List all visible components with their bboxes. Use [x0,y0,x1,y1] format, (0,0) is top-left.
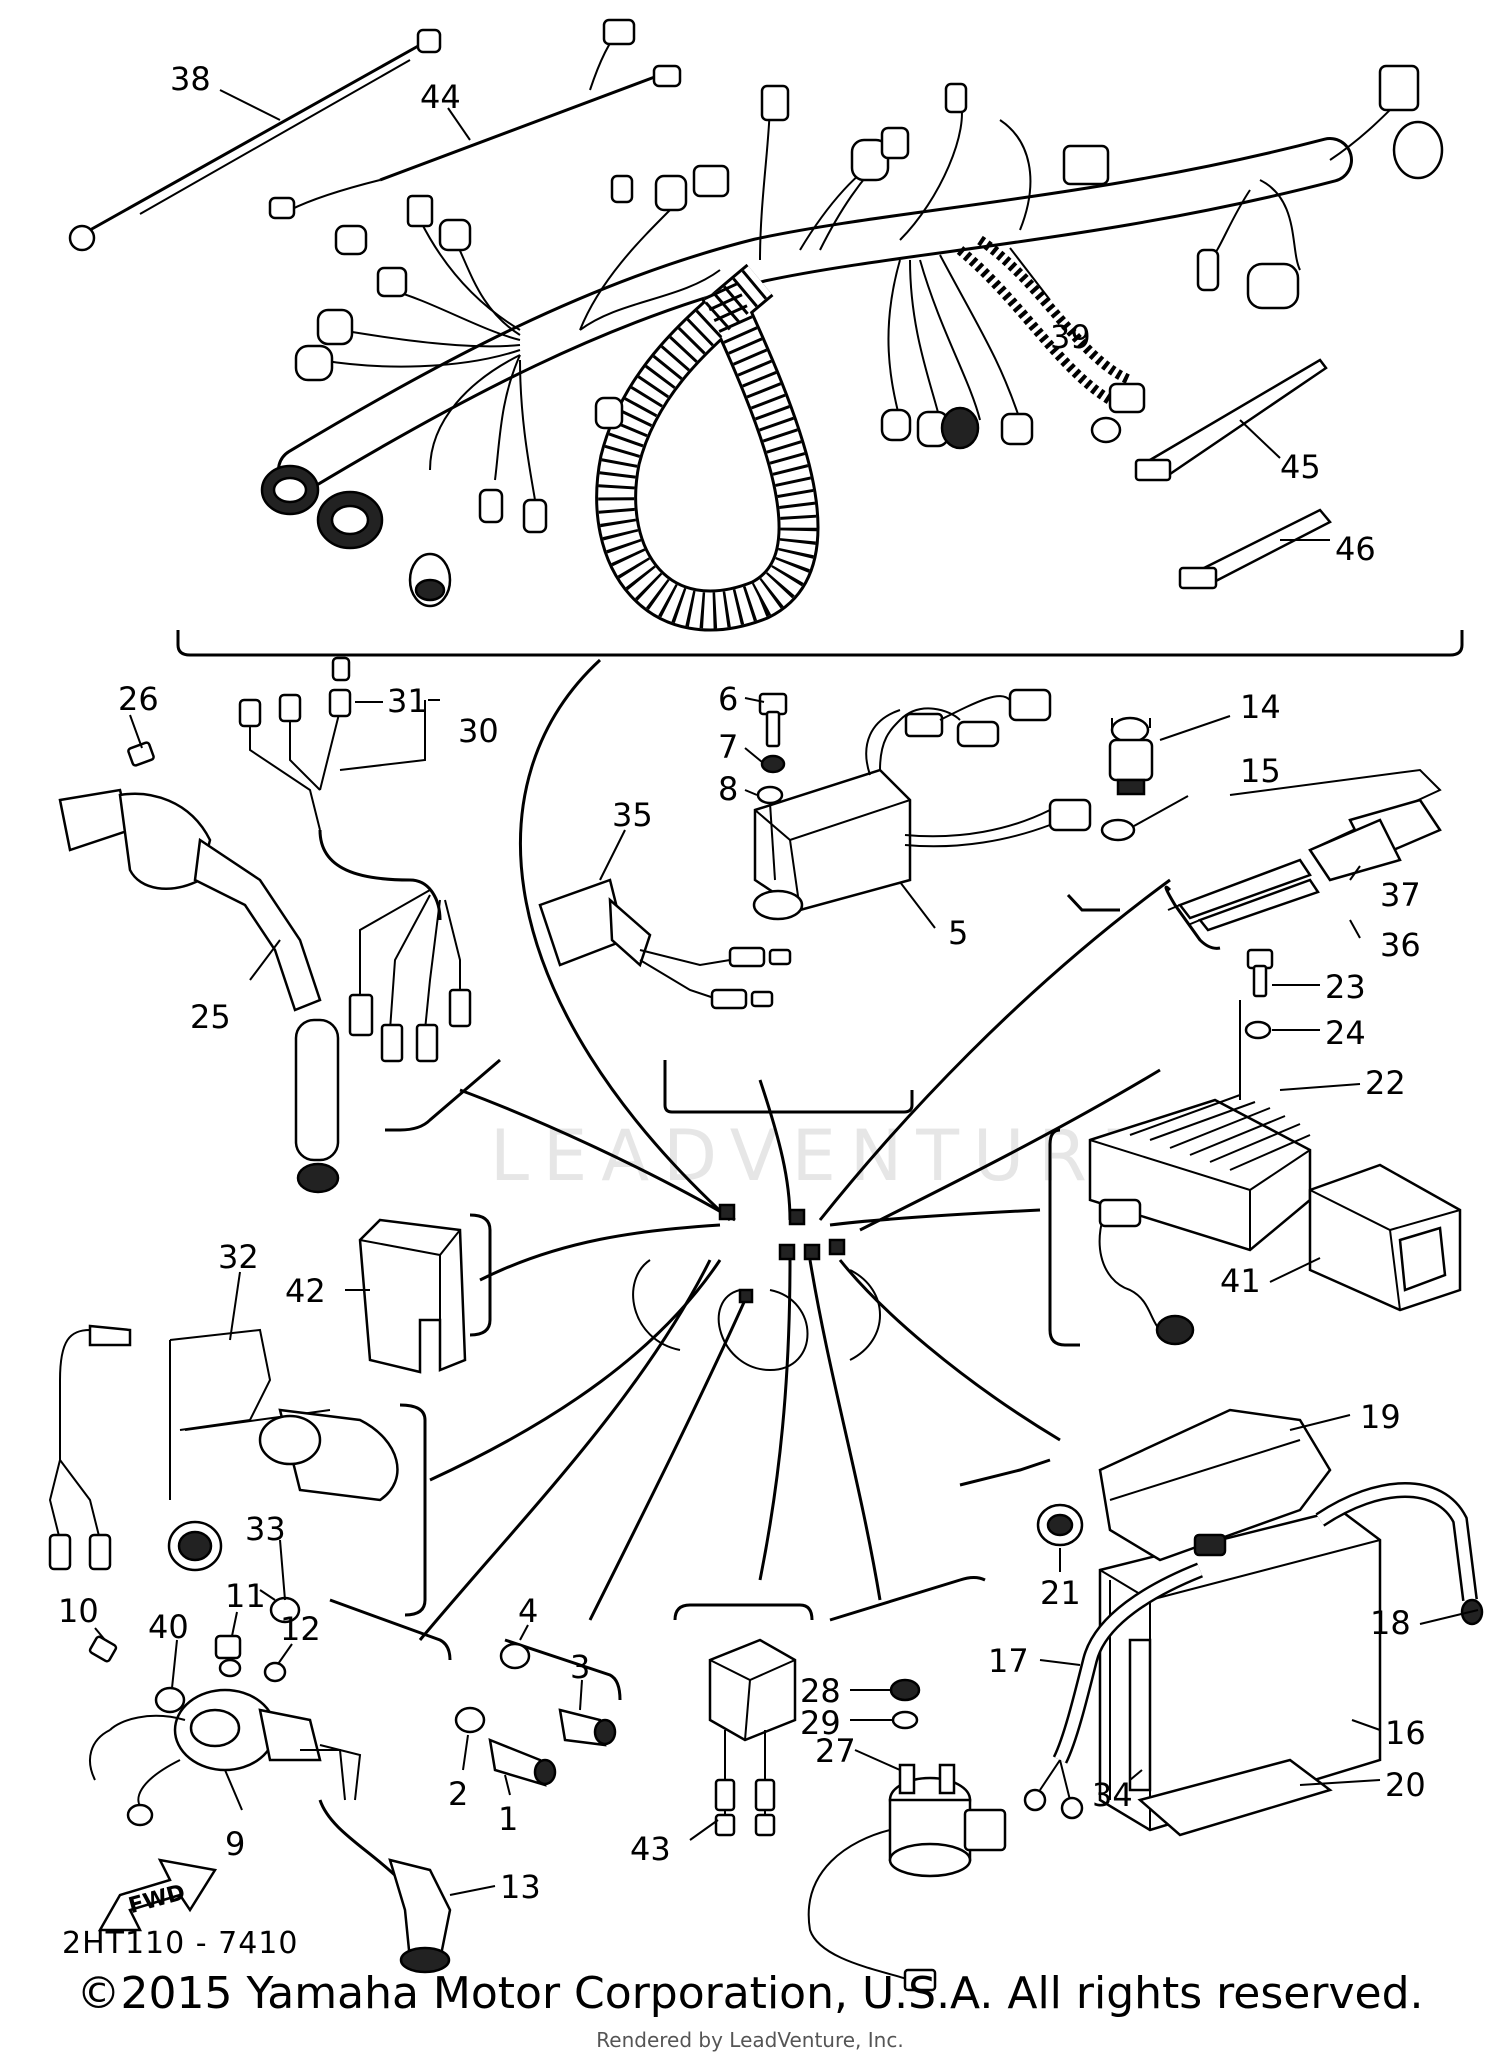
callout-32: 32 [218,1238,259,1276]
washer-12 [263,1661,287,1683]
breather-pipe-34 [1128,1638,1152,1792]
callout-38: 38 [170,60,211,98]
bolt-10 [88,1635,118,1663]
callout-23: 23 [1325,968,1366,1006]
watermark-text: LEADVENTURE [490,1115,1159,1197]
copyright-notice: ©2015 Yamaha Motor Corporation, U.S.A. A… [76,1968,1424,2019]
callout-26: 26 [118,680,159,718]
callout-4: 4 [518,1592,538,1630]
callout-46: 46 [1335,530,1376,568]
callout-15: 15 [1240,752,1281,790]
washer-29 [891,1710,919,1730]
fwd-arrow: FWD [97,1858,218,1932]
lead-wire-30 [238,656,472,1063]
callout-31: 31 [387,682,428,720]
callout-labels: 38 44 39 45 46 26 31 30 25 6 7 8 35 5 14… [58,60,1479,1906]
rendered-by-note: Rendered by LeadVenture, Inc. [596,2028,904,2052]
callout-11: 11 [225,1577,266,1615]
callout-22: 22 [1365,1064,1406,1102]
starter-motor-9 [89,1688,362,1827]
callout-18: 18 [1370,1604,1411,1642]
callout-1: 1 [498,1800,518,1838]
callout-33: 33 [245,1510,286,1548]
battery-cover-19 [1098,1408,1332,1562]
callout-40: 40 [148,1608,189,1646]
callout-8: 8 [718,770,738,808]
callout-35: 35 [612,796,653,834]
nut-28 [889,1678,921,1702]
callout-9: 9 [225,1825,245,1863]
callout-45: 45 [1280,448,1321,486]
callout-36: 36 [1380,926,1421,964]
relay-43 [708,1638,797,1837]
washer-2 [454,1706,486,1734]
switch-3 [558,1708,617,1747]
callout-42: 42 [285,1272,326,1310]
callout-20: 20 [1385,1766,1426,1804]
battery-cable-17 [1023,1562,1203,1820]
cover-41 [1308,1163,1462,1312]
relay-36-37 [1167,768,1442,932]
callout-5: 5 [948,914,968,952]
washer-4 [499,1642,531,1670]
callout-13: 13 [500,1868,541,1906]
callout-27: 27 [815,1732,856,1770]
grommet-21 [1036,1503,1084,1547]
starter-relay-27 [807,1763,1007,1992]
grommet-40 [154,1686,186,1714]
callout-25: 25 [190,998,231,1036]
pressure-switch-14 [1108,716,1154,796]
bolt-23 [1246,948,1274,998]
cover-42 [358,1218,467,1374]
wire-lead-38 [68,28,442,252]
connector-35 [538,878,792,1010]
handlebar-switch-25 [58,788,340,1194]
callout-29: 29 [800,1704,841,1742]
washer-15 [1100,818,1136,842]
bracket-32 [48,1324,399,1572]
callout-41: 41 [1220,1262,1261,1300]
callout-21: 21 [1040,1574,1081,1612]
plug-cap-13 [318,1799,452,1974]
callout-10: 10 [58,1592,99,1630]
callout-37: 37 [1380,876,1421,914]
callout-6: 6 [718,680,738,718]
wire-harness-39 [260,64,1444,632]
callout-17: 17 [988,1642,1029,1680]
leader-lines [418,658,1171,1641]
callout-30: 30 [458,712,499,750]
regulator-22 [1088,1000,1312,1346]
control-unit-5 [752,688,1092,921]
callout-28: 28 [800,1672,841,1710]
cable-tie-45 [1134,358,1328,482]
fwd-label: FWD [126,1880,188,1919]
clip-26 [127,741,155,767]
callout-7: 7 [718,728,738,766]
callout-24: 24 [1325,1014,1366,1052]
battery-tray-20 [1137,1758,1333,1837]
harness-group-bracket [176,630,1464,657]
callout-2: 2 [448,1775,468,1813]
callout-34: 34 [1092,1776,1133,1814]
callout-44: 44 [420,78,461,116]
callout-14: 14 [1240,688,1281,726]
callout-39: 39 [1050,318,1091,356]
callout-19: 19 [1360,1398,1401,1436]
callout-3: 3 [570,1648,590,1686]
washer-24 [1244,1020,1272,1040]
cable-tie-46 [1178,508,1332,590]
switch-1 [488,1738,557,1787]
callout-12: 12 [280,1610,321,1648]
callout-16: 16 [1385,1714,1426,1752]
drawing-code: 2HT110 - 7410 [62,1926,299,1961]
callout-43: 43 [630,1830,671,1868]
bolt-11 [214,1634,242,1678]
wire-lead-44 [268,18,682,256]
group-brackets [329,885,1221,1701]
